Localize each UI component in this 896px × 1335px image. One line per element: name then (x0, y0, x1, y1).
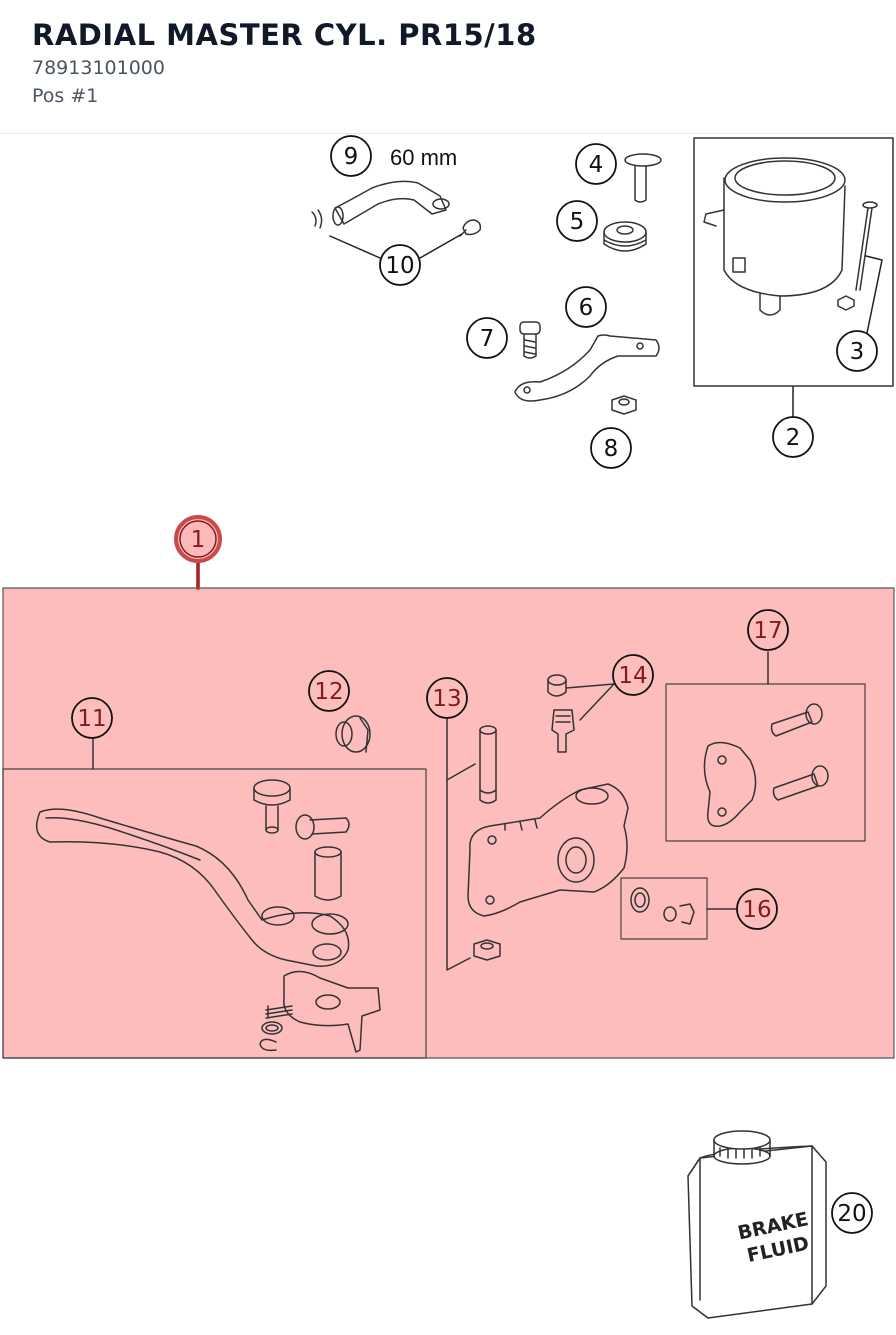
callout-circle-4 (575, 143, 617, 185)
callout-circle-20 (831, 1192, 873, 1234)
callout-circle-9 (330, 135, 372, 177)
callout-12: 12 (314, 679, 343, 705)
pushrod-part[interactable] (479, 725, 497, 804)
callout-16: 16 (742, 897, 771, 923)
reservoir-part-2[interactable] (703, 157, 846, 316)
callout-6: 6 (579, 295, 594, 321)
clamp-bolt-lower[interactable] (772, 765, 829, 801)
callout-circle-12 (308, 670, 350, 712)
master-cylinder-assembly-highlight[interactable] (2, 587, 895, 1059)
callout-17: 17 (753, 618, 782, 644)
spring-part[interactable] (265, 1005, 293, 1019)
callout-10: 10 (385, 253, 414, 279)
callout-circle-14 (612, 654, 654, 696)
callout-circle-17 (747, 609, 789, 651)
page-title: RADIAL MASTER CYL. PR15/18 (32, 18, 537, 52)
callout-14: 14 (618, 663, 647, 689)
callout-1[interactable]: 1 (191, 527, 206, 553)
clamp-bolt-upper[interactable] (770, 703, 823, 737)
bolt-part-7[interactable] (519, 321, 541, 359)
callout-5: 5 (570, 209, 585, 235)
callout-circle-11 (71, 697, 113, 739)
callout-circle-7 (466, 317, 508, 359)
handlebar-clamp-part[interactable] (703, 741, 757, 827)
callout-circle-5 (556, 200, 598, 242)
callout-circle-10 (379, 244, 421, 286)
reservoir-group-box (693, 137, 894, 387)
screw-part-4[interactable] (624, 153, 662, 203)
callout-7: 7 (480, 326, 495, 352)
adjuster-pin-part[interactable] (295, 814, 350, 840)
cap-part-12[interactable] (335, 715, 371, 753)
seal-kit-part[interactable] (630, 887, 695, 925)
adjuster-knob-part[interactable] (253, 779, 291, 834)
hose-part[interactable] (332, 180, 450, 226)
callout-20: 20 (837, 1201, 866, 1227)
nut-part-8[interactable] (611, 395, 637, 415)
brake-fluid-can-part[interactable] (687, 1130, 827, 1319)
callout-circle-6 (565, 286, 607, 328)
bracket-part-6[interactable] (514, 334, 660, 402)
lever-group-box (2, 768, 427, 1059)
callout-2: 2 (786, 425, 801, 451)
page-header: RADIAL MASTER CYL. PR15/18 78913101000 P… (0, 0, 896, 134)
hose-clamp-right[interactable] (459, 219, 482, 237)
callout-circle-8 (590, 427, 632, 469)
master-cylinder-body-part[interactable] (467, 783, 629, 917)
lever-adjuster-part[interactable] (283, 970, 381, 1053)
callout-13: 13 (432, 686, 461, 712)
brake-lever-part[interactable] (35, 808, 350, 967)
circlip-part[interactable] (259, 1038, 277, 1052)
part-number: 78913101000 (32, 57, 165, 79)
hose-length-label: 60 mm (390, 145, 457, 170)
callout-circle-13 (426, 677, 468, 719)
callout-4: 4 (589, 152, 604, 178)
callout-circle-1-highlight[interactable] (174, 515, 222, 563)
bleed-screw-part[interactable] (551, 709, 575, 753)
hose-clamp-left[interactable] (311, 209, 323, 229)
callout-11: 11 (77, 706, 106, 732)
callout-circle-16 (736, 888, 778, 930)
callout-8: 8 (604, 436, 619, 462)
reservoir-screw-part-3[interactable] (837, 201, 878, 311)
clamp-kit-box (665, 683, 866, 842)
nut-part-13[interactable] (473, 939, 501, 961)
callout-circle-2 (772, 416, 814, 458)
bleed-cap-part[interactable] (547, 674, 567, 697)
rubber-damper-part-5[interactable] (603, 221, 647, 252)
callout-9: 9 (344, 144, 359, 170)
seal-ring-part[interactable] (261, 1021, 283, 1035)
position-label: Pos #1 (32, 85, 99, 107)
callout-3: 3 (850, 339, 865, 365)
bushing-part[interactable] (314, 846, 342, 901)
callout-circle-3 (836, 330, 878, 372)
